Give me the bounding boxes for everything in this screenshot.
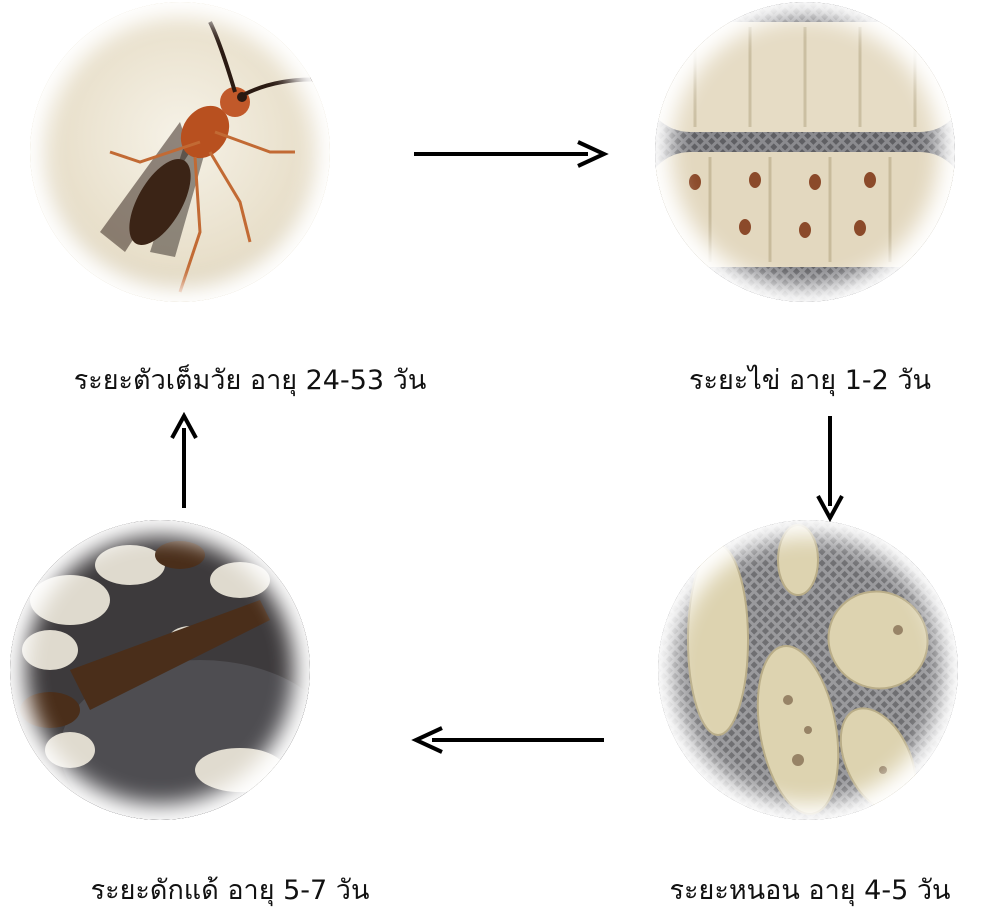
arrow-right-icon <box>410 136 610 172</box>
eggs-on-host-larva-photo <box>655 2 955 302</box>
larvae-on-mesh-photo <box>658 520 958 820</box>
arrow-left-icon <box>410 722 610 758</box>
larva-stage-label: ระยะหนอน อายุ 4-5 วัน <box>640 868 980 911</box>
larvae-image <box>658 520 958 820</box>
eggs-image <box>655 2 955 302</box>
pupae-cocoons-photo <box>10 520 310 820</box>
adult-wasp-image <box>30 2 330 302</box>
pupae-image <box>10 520 310 820</box>
adult-wasp-photo <box>30 2 330 302</box>
egg-stage-label: ระยะไข่ อายุ 1-2 วัน <box>640 358 980 401</box>
arrow-down-icon <box>812 412 848 522</box>
adult-stage-label: ระยะตัวเต็มวัย อายุ 24-53 วัน <box>30 358 470 401</box>
pupa-stage-label: ระยะดักแด้ อายุ 5-7 วัน <box>30 868 430 911</box>
arrow-up-icon <box>166 412 202 512</box>
